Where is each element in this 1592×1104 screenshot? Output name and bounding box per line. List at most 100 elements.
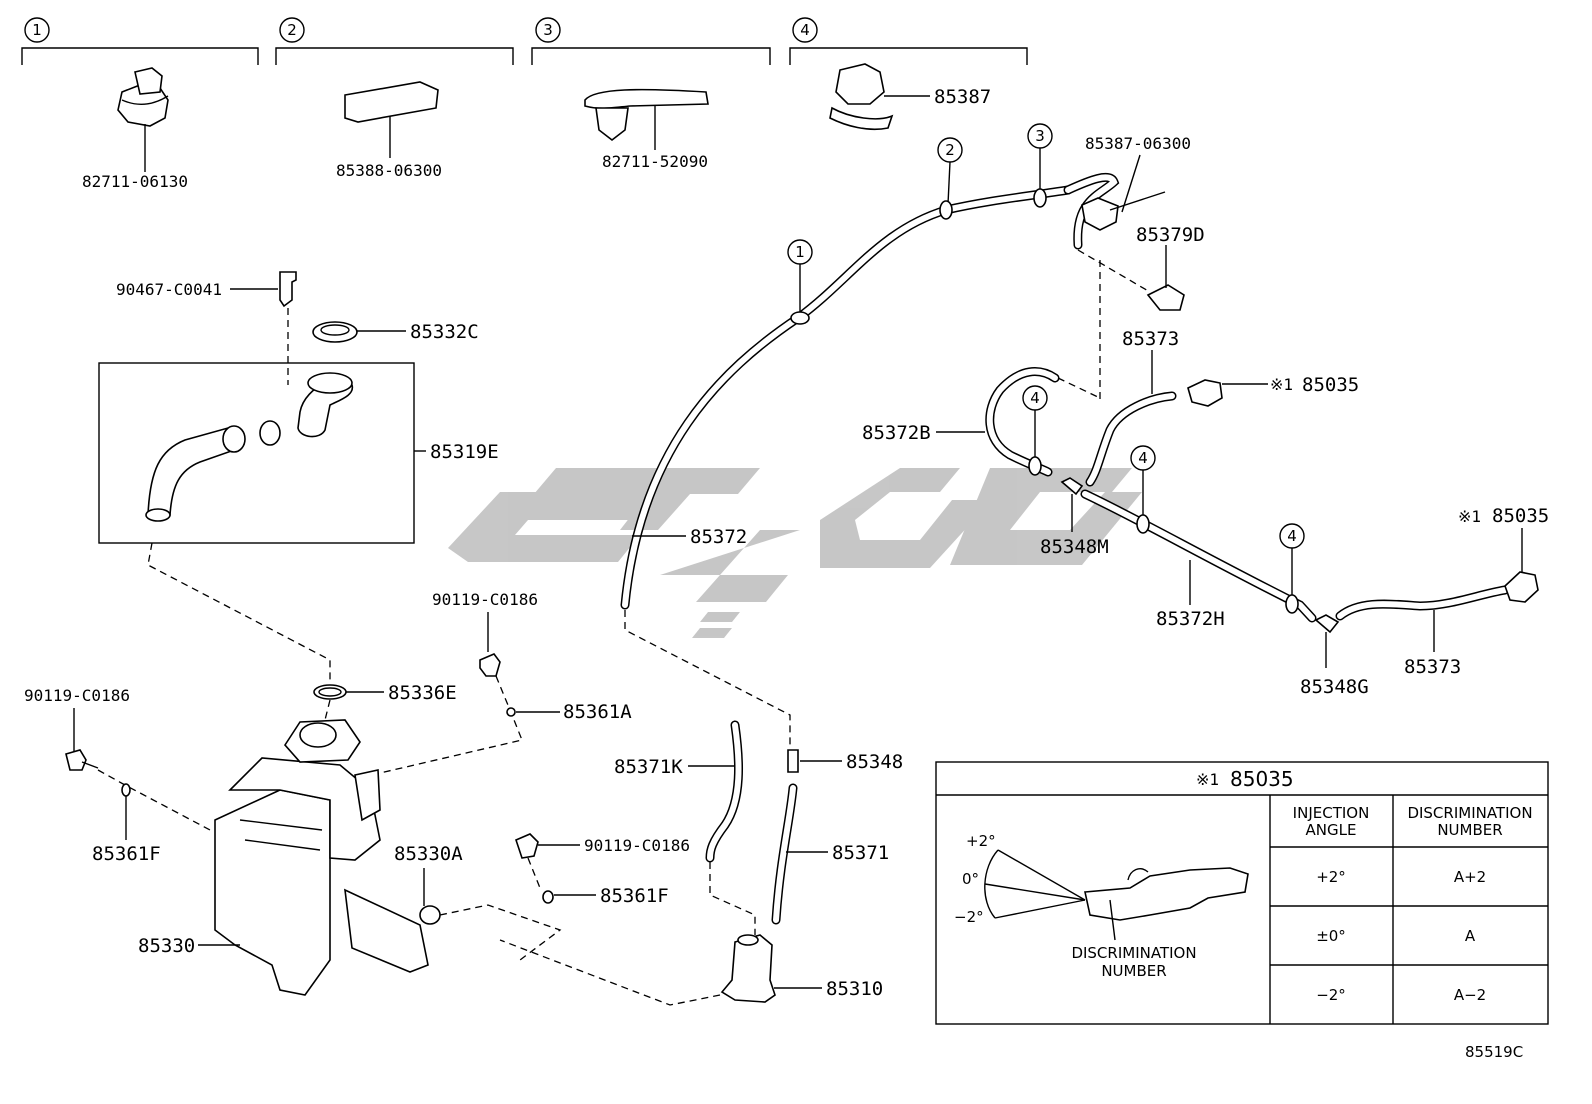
label-90467-C0041: 90467-C0041 (116, 280, 222, 299)
label-82711-06130: 82711-06130 (82, 172, 188, 191)
row-angle-plus2: +2° (1316, 868, 1346, 886)
hose-marker-2: 2 (937, 137, 963, 220)
label-85371K: 85371K (614, 756, 683, 778)
label-85348: 85348 (846, 751, 903, 773)
clip-group-3: 3 82711-52090 (531, 17, 771, 171)
hose-marker-1: 1 (787, 239, 813, 325)
svg-text:1: 1 (32, 21, 42, 39)
label-85330A: 85330A (394, 843, 463, 865)
pin-90467 (279, 271, 297, 308)
joint-85348 (787, 749, 799, 773)
label-85361F-bottom: 85361F (600, 885, 669, 907)
hose-85372B (985, 367, 1060, 477)
label-85387: 85387 (934, 86, 991, 108)
svg-text:3: 3 (1035, 127, 1045, 145)
filler-neck-85319E (145, 372, 354, 522)
grommet-85330A (419, 905, 441, 925)
col-header-number: NUMBER (1437, 821, 1502, 839)
table-note-mark: ※1 (1196, 770, 1219, 789)
hose-marker-4b: 4 (1130, 445, 1156, 534)
label-85332C: 85332C (410, 321, 479, 343)
nozzle-angle-figure: +2° 0° −2° (954, 832, 1249, 941)
row-angle-0: ±0° (1316, 927, 1346, 945)
bracket-85387-06300 (1081, 191, 1166, 231)
pump-85310 (720, 934, 776, 1003)
hose-clamp-icon (829, 63, 894, 131)
label-85348G: 85348G (1300, 676, 1369, 698)
row-disc-plus2: A+2 (1454, 868, 1486, 886)
note-mark-lower: ※1 (1458, 507, 1481, 526)
svg-text:2: 2 (287, 21, 297, 39)
hose-85371 (771, 783, 798, 925)
nozzle-85035-upper (1187, 379, 1223, 407)
clip-plate-icon (344, 81, 439, 123)
col-header-discrimination: DISCRIMINATION (1407, 804, 1532, 822)
inlet-assembly-box (98, 362, 415, 544)
clip-group-1: 1 82711-06130 (21, 17, 259, 191)
oring-85336E (313, 684, 347, 700)
label-85330: 85330 (138, 935, 195, 957)
label-85361A: 85361A (563, 701, 632, 723)
bolt-90119-left (65, 749, 99, 771)
row-disc-0: A (1465, 927, 1476, 945)
injection-angle-table: ※1 85035 INJECTION ANGLE DISCRIMINATION … (935, 761, 1549, 1025)
clip-group-2: 2 85388-06300 (275, 17, 514, 180)
label-85336E: 85336E (388, 682, 457, 704)
label-82711-52090: 82711-52090 (602, 152, 708, 171)
hose-marker-4a: 4 (1022, 385, 1048, 476)
label-85387-06300: 85387-06300 (1085, 134, 1191, 153)
grommet-85361F-bottom (542, 890, 554, 904)
label-85319E: 85319E (430, 441, 499, 463)
cap-85332C (312, 321, 358, 343)
table-title-part: 85035 (1230, 767, 1294, 791)
label-90119-C0186-top: 90119-C0186 (432, 590, 538, 609)
label-85372: 85372 (690, 526, 747, 548)
col-header-angle: ANGLE (1306, 821, 1357, 839)
svg-text:4: 4 (1138, 449, 1148, 467)
hose-clip-icon (117, 67, 169, 127)
nozzle-85035-lower (1504, 571, 1539, 603)
svg-text:4: 4 (1287, 527, 1297, 545)
diagram-id: 85519C (1465, 1043, 1523, 1061)
hose-85372H (1080, 489, 1317, 623)
hose-85372 (620, 173, 1120, 610)
svg-text:−2°: −2° (954, 908, 984, 926)
label-90119-C0186-left: 90119-C0186 (24, 686, 130, 705)
svg-text:3: 3 (543, 21, 553, 39)
hose-85373-upper (1085, 391, 1177, 487)
col-header-injection: INJECTION (1293, 804, 1370, 822)
clip-group-4: 4 85387 (789, 17, 1028, 131)
note-mark-upper: ※1 (1270, 375, 1293, 394)
watermark-logo (448, 468, 1142, 638)
label-90119-C0186-bottom: 90119-C0186 (584, 836, 690, 855)
svg-text:4: 4 (1030, 389, 1040, 407)
reservoir-tank-85330 (214, 719, 429, 996)
label-85310: 85310 (826, 978, 883, 1000)
label-85361F-left: 85361F (92, 843, 161, 865)
grommet-85361A (506, 707, 516, 717)
svg-text:2: 2 (945, 141, 955, 159)
label-85371: 85371 (832, 842, 889, 864)
label-85372B: 85372B (862, 422, 931, 444)
label-85035-lower: 85035 (1492, 505, 1549, 527)
nozzle-85379D (1146, 284, 1185, 311)
svg-text:4: 4 (800, 21, 810, 39)
grommet-85361F-left (121, 783, 131, 797)
label-85373-lower: 85373 (1404, 656, 1461, 678)
figure-caption-number: NUMBER (1101, 962, 1166, 980)
row-angle-minus2: −2° (1316, 986, 1346, 1004)
bolt-90119-top (479, 653, 501, 677)
bolt-90119-bottom (515, 833, 539, 859)
row-disc-minus2: A−2 (1454, 986, 1486, 1004)
svg-text:1: 1 (795, 243, 805, 261)
hose-85371K (705, 720, 743, 863)
label-85372H: 85372H (1156, 608, 1225, 630)
hose-marker-4c: 4 (1279, 523, 1305, 614)
label-85373-upper: 85373 (1122, 328, 1179, 350)
hose-marker-3: 3 (1027, 123, 1053, 208)
label-85388-06300: 85388-06300 (336, 161, 442, 180)
svg-text:+2°: +2° (966, 832, 996, 850)
label-85379D: 85379D (1136, 224, 1205, 246)
